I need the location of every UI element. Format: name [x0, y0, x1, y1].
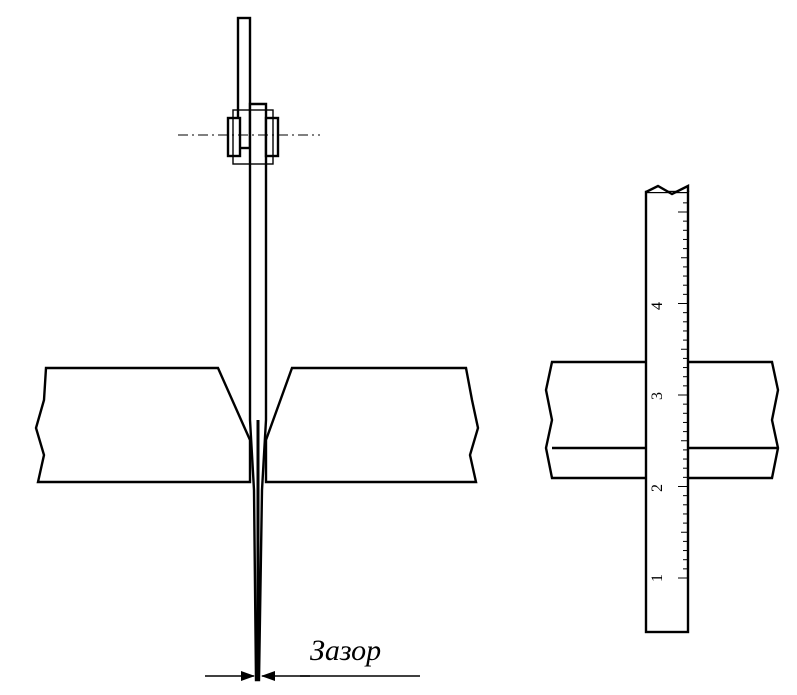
ruler-number: 1 — [649, 574, 666, 582]
feeler-gauge — [178, 16, 320, 682]
ruler-number: 4 — [649, 302, 666, 310]
gap-dimension: Зазор — [205, 634, 420, 681]
clamp-nut-right — [264, 116, 280, 158]
ruler: 1 2 3 4 — [644, 184, 690, 634]
gauge-holder-strip — [236, 16, 252, 150]
ruler-numbers: 1 2 3 4 — [649, 302, 666, 582]
clamp-nut-left — [226, 116, 242, 158]
ruler-number: 3 — [649, 392, 666, 400]
gap-label: Зазор — [310, 634, 381, 667]
ruler-break — [645, 184, 690, 196]
left-plate — [34, 366, 252, 484]
right-plate — [264, 366, 480, 484]
ruler-number: 2 — [649, 484, 666, 492]
ruler-ticks — [678, 202, 688, 579]
clamp-body — [232, 109, 274, 165]
